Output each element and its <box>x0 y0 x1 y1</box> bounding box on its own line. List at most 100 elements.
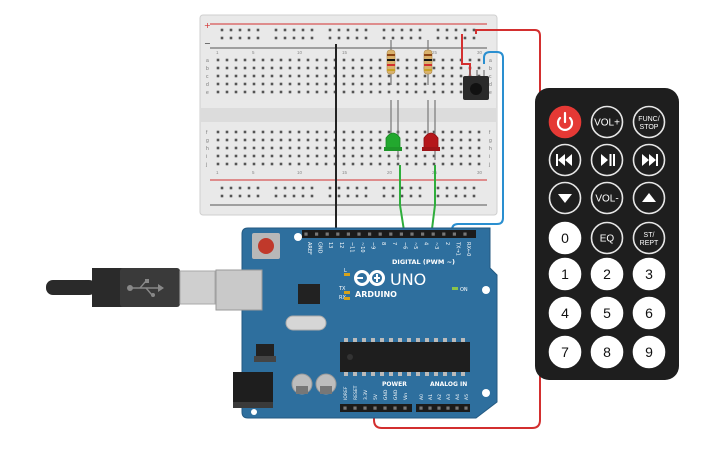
breadboard-hole[interactable] <box>324 58 328 62</box>
breadboard-hole[interactable] <box>405 58 409 62</box>
breadboard-hole[interactable] <box>477 154 481 158</box>
rail-hole[interactable] <box>238 36 242 40</box>
breadboard-hole[interactable] <box>441 66 445 70</box>
breadboard-hole[interactable] <box>396 58 400 62</box>
rail-hole[interactable] <box>229 28 233 32</box>
breadboard-hole[interactable] <box>450 162 454 166</box>
remote-button-4[interactable]: 4 <box>548 296 582 330</box>
breadboard-hole[interactable] <box>306 162 310 166</box>
breadboard-hole[interactable] <box>351 58 355 62</box>
remote-button-6[interactable]: 6 <box>632 296 666 330</box>
breadboard-hole[interactable] <box>450 154 454 158</box>
breadboard-hole[interactable] <box>423 90 427 94</box>
power-pin[interactable] <box>373 406 377 410</box>
breadboard-hole[interactable] <box>216 146 220 150</box>
analog-pin[interactable] <box>437 406 441 410</box>
breadboard-hole[interactable] <box>477 58 481 62</box>
breadboard-hole[interactable] <box>315 162 319 166</box>
breadboard-hole[interactable] <box>477 162 481 166</box>
breadboard-hole[interactable] <box>270 82 274 86</box>
breadboard-hole[interactable] <box>297 74 301 78</box>
rail-hole[interactable] <box>283 186 287 190</box>
breadboard-hole[interactable] <box>261 162 265 166</box>
rail-hole[interactable] <box>310 36 314 40</box>
breadboard-hole[interactable] <box>477 66 481 70</box>
rail-hole[interactable] <box>472 194 476 198</box>
breadboard-hole[interactable] <box>297 138 301 142</box>
led-green[interactable] <box>384 100 402 160</box>
breadboard-hole[interactable] <box>414 138 418 142</box>
breadboard-hole[interactable] <box>297 66 301 70</box>
breadboard-hole[interactable] <box>252 162 256 166</box>
rail-hole[interactable] <box>346 36 350 40</box>
breadboard-hole[interactable] <box>252 138 256 142</box>
breadboard-hole[interactable] <box>279 138 283 142</box>
breadboard-hole[interactable] <box>315 146 319 150</box>
rail-hole[interactable] <box>274 36 278 40</box>
breadboard-hole[interactable] <box>351 154 355 158</box>
rail-hole[interactable] <box>355 186 359 190</box>
breadboard-hole[interactable] <box>261 130 265 134</box>
digital-pin[interactable] <box>357 232 361 236</box>
breadboard-hole[interactable] <box>351 90 355 94</box>
rail-hole[interactable] <box>229 36 233 40</box>
remote-button-8[interactable]: 8 <box>590 335 624 369</box>
breadboard-hole[interactable] <box>468 138 472 142</box>
breadboard-hole[interactable] <box>441 154 445 158</box>
remote-button-down[interactable] <box>548 181 582 215</box>
breadboard-hole[interactable] <box>351 74 355 78</box>
rail-hole[interactable] <box>247 36 251 40</box>
breadboard-hole[interactable] <box>396 82 400 86</box>
breadboard-hole[interactable] <box>387 82 391 86</box>
rail-hole[interactable] <box>247 186 251 190</box>
breadboard-hole[interactable] <box>342 138 346 142</box>
rail-hole[interactable] <box>238 186 242 190</box>
breadboard-hole[interactable] <box>252 90 256 94</box>
breadboard-hole[interactable] <box>297 130 301 134</box>
breadboard-hole[interactable] <box>324 154 328 158</box>
rail-hole[interactable] <box>445 186 449 190</box>
rail-hole[interactable] <box>472 36 476 40</box>
breadboard-hole[interactable] <box>225 130 229 134</box>
breadboard-hole[interactable] <box>306 90 310 94</box>
breadboard-hole[interactable] <box>342 58 346 62</box>
breadboard-hole[interactable] <box>225 66 229 70</box>
rail-hole[interactable] <box>463 186 467 190</box>
breadboard-hole[interactable] <box>288 90 292 94</box>
breadboard-hole[interactable] <box>288 66 292 70</box>
breadboard-hole[interactable] <box>288 74 292 78</box>
breadboard-hole[interactable] <box>225 154 229 158</box>
breadboard-hole[interactable] <box>270 146 274 150</box>
breadboard-hole[interactable] <box>279 82 283 86</box>
breadboard-hole[interactable] <box>324 146 328 150</box>
breadboard-hole[interactable] <box>306 154 310 158</box>
rail-hole[interactable] <box>364 36 368 40</box>
breadboard-hole[interactable] <box>216 58 220 62</box>
breadboard-hole[interactable] <box>225 146 229 150</box>
breadboard-hole[interactable] <box>459 74 463 78</box>
breadboard-hole[interactable] <box>234 130 238 134</box>
breadboard-hole[interactable] <box>414 130 418 134</box>
breadboard-hole[interactable] <box>378 154 382 158</box>
digital-pin[interactable] <box>399 232 403 236</box>
breadboard-hole[interactable] <box>360 162 364 166</box>
rail-hole[interactable] <box>220 36 224 40</box>
remote-button-3[interactable]: 3 <box>632 257 666 291</box>
breadboard-hole[interactable] <box>324 90 328 94</box>
rail-hole[interactable] <box>346 194 350 198</box>
breadboard-hole[interactable] <box>414 146 418 150</box>
breadboard-hole[interactable] <box>306 146 310 150</box>
breadboard-hole[interactable] <box>405 146 409 150</box>
digital-pin[interactable] <box>336 232 340 236</box>
rail-hole[interactable] <box>472 186 476 190</box>
breadboard-hole[interactable] <box>459 146 463 150</box>
remote-button-func-stop[interactable]: FUNC/STOP <box>632 105 666 139</box>
breadboard-hole[interactable] <box>315 130 319 134</box>
rail-hole[interactable] <box>409 28 413 32</box>
remote-button-power[interactable] <box>548 105 582 139</box>
breadboard-hole[interactable] <box>225 74 229 78</box>
breadboard-hole[interactable] <box>243 82 247 86</box>
rail-hole[interactable] <box>382 186 386 190</box>
breadboard-hole[interactable] <box>396 90 400 94</box>
